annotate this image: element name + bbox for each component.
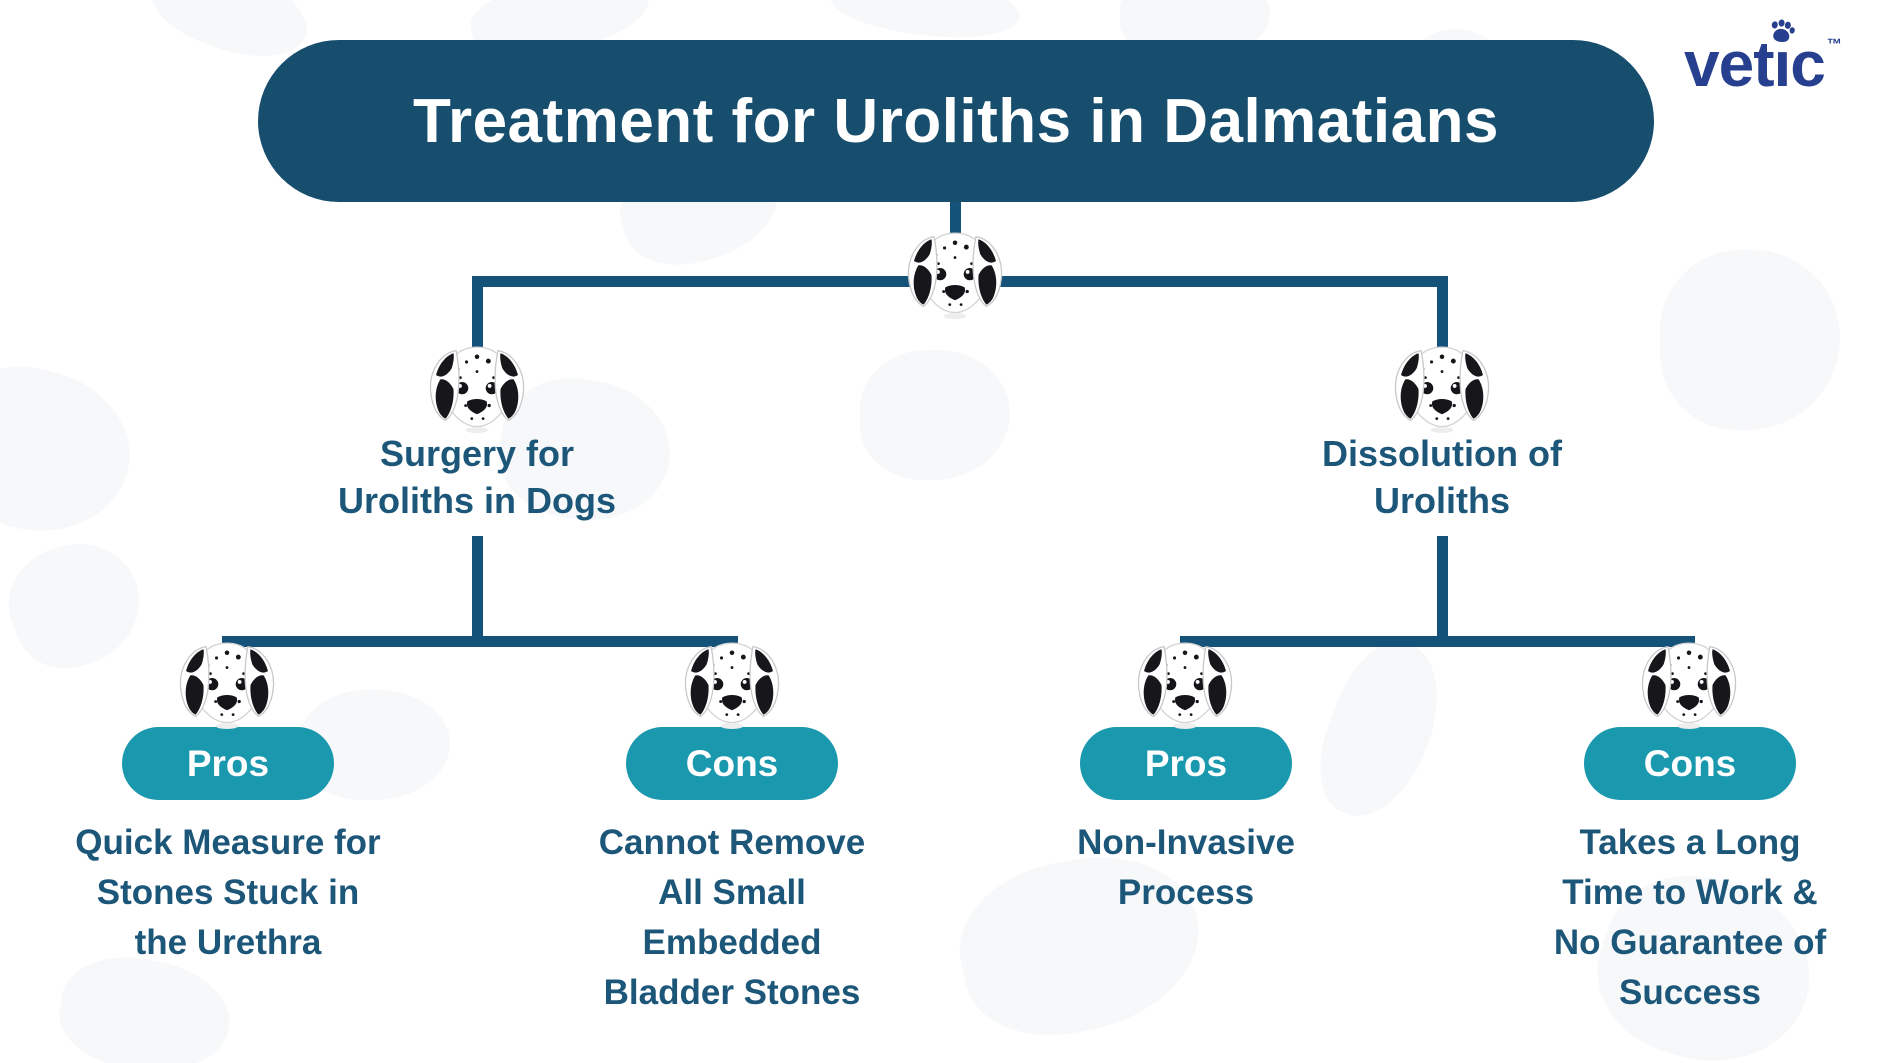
dalmatian-head-icon	[671, 636, 793, 734]
branch-label-surgery: Surgery for Uroliths in Dogs	[338, 433, 616, 521]
pros-badge-dissolution: Pros	[1080, 727, 1292, 800]
logo-text-post: c	[1790, 28, 1826, 100]
branch-label-dissolution: Dissolution of Uroliths	[1322, 433, 1562, 521]
cons-description-dissolution: Takes a Long Time to Work & No Guarantee…	[1553, 823, 1827, 1012]
dalmatian-head-icon	[166, 636, 288, 734]
background-spot	[860, 350, 1010, 480]
pros-badge-label: Pros	[186, 742, 270, 784]
tree-connector-right-sub-horizontal	[1180, 636, 1695, 647]
page-title: Treatment for Uroliths in Dalmatians	[413, 86, 1499, 156]
title-banner: Treatment for Uroliths in Dalmatians	[258, 40, 1654, 202]
cons-description-surgery: Cannot Remove All Small Embedded Bladder…	[598, 823, 866, 1012]
tree-connector-left-sub-horizontal	[222, 636, 738, 647]
pros-description-surgery: Quick Measure for Stones Stuck in the Ur…	[75, 823, 381, 962]
dalmatian-head-icon	[894, 226, 1016, 324]
cons-badge-surgery: Cons	[626, 727, 838, 800]
logo-dotless-i: ı	[1773, 28, 1792, 100]
background-spot	[0, 348, 148, 552]
cons-badge-label: Cons	[1643, 742, 1737, 784]
tree-connector-right-branch-drop	[1437, 276, 1448, 358]
dalmatian-head-icon	[416, 340, 538, 438]
pros-badge-label: Pros	[1144, 742, 1228, 784]
background-spot	[0, 526, 157, 684]
pros-badge-surgery: Pros	[122, 727, 334, 800]
tree-connector-right-label-drop	[1437, 536, 1448, 641]
paw-icon	[1771, 19, 1795, 43]
dalmatian-head-icon	[1124, 636, 1246, 734]
background-spot	[1660, 250, 1840, 430]
cons-badge-dissolution: Cons	[1584, 727, 1796, 800]
logo-letter-i: ı	[1771, 19, 1795, 100]
tree-connector-left-branch-drop	[472, 276, 483, 358]
dalmatian-head-icon	[1628, 636, 1750, 734]
trademark-symbol: ™	[1826, 36, 1842, 53]
logo-text-pre: vet	[1684, 28, 1774, 100]
background-spot	[1302, 628, 1458, 832]
dalmatian-head-icon	[1381, 340, 1503, 438]
pros-description-dissolution: Non-Invasive Process	[1077, 823, 1295, 912]
tree-connector-left-label-drop	[472, 536, 483, 641]
cons-badge-label: Cons	[685, 742, 779, 784]
